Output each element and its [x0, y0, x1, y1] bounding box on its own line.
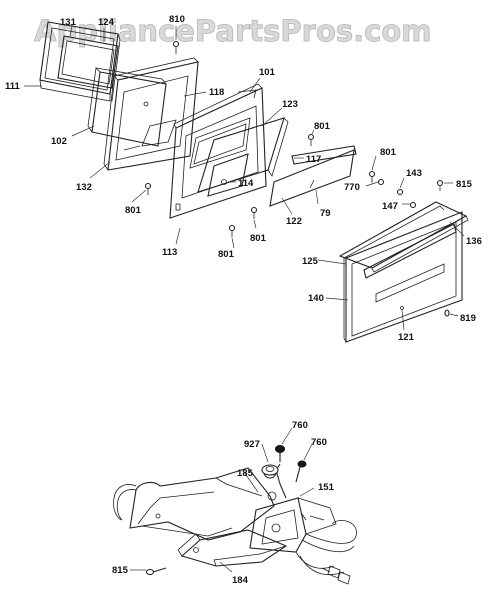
label-123: 123 [282, 99, 298, 110]
label-770: 770 [344, 182, 360, 193]
label-760-top: 760 [292, 420, 308, 431]
screw-815-bottom-icon[interactable] [145, 567, 167, 576]
label-121: 121 [398, 332, 415, 343]
label-117: 117 [306, 154, 321, 165]
label-102: 102 [51, 136, 67, 147]
label-151: 151 [318, 482, 335, 493]
label-760-right: 760 [311, 437, 327, 448]
label-131: 131 [60, 17, 77, 28]
door-liner-frame-132[interactable] [103, 57, 199, 171]
spacer-143-icon[interactable] [396, 188, 404, 196]
screw-801-lower-icon[interactable] [228, 224, 236, 238]
door-seal-strip-79[interactable] [269, 149, 355, 207]
label-124: 124 [98, 17, 115, 28]
watermark-text: AppliancePartsPros.com [34, 14, 431, 48]
label-113: 113 [162, 247, 177, 258]
label-132: 132 [76, 182, 92, 193]
label-143: 143 [406, 168, 422, 179]
label-111: 111 [5, 81, 21, 92]
label-927: 927 [244, 439, 260, 450]
label-815-bottom: 815 [112, 565, 129, 576]
label-801-left: 801 [125, 205, 142, 216]
label-118: 118 [209, 87, 224, 98]
label-122: 122 [286, 216, 302, 227]
label-125: 125 [302, 256, 319, 267]
label-815-top: 815 [456, 179, 473, 190]
latch-link-arm-184[interactable] [177, 529, 288, 567]
screw-815-top-icon[interactable] [436, 179, 444, 192]
nameplate-121[interactable] [375, 263, 445, 310]
screw-810-icon[interactable] [172, 40, 180, 55]
label-801-right: 801 [380, 147, 397, 158]
label-810: 810 [169, 14, 185, 25]
screw-147-icon[interactable] [409, 201, 417, 209]
window-shield-114[interactable] [207, 153, 249, 197]
leader-lines-upper [24, 25, 465, 331]
door-handle-bracket-117[interactable] [291, 145, 357, 165]
door-handle-125[interactable] [363, 223, 457, 279]
outer-door-panel-140[interactable] [343, 211, 463, 343]
screw-819-icon[interactable] [444, 309, 450, 317]
wire-harness [295, 520, 357, 585]
label-819: 819 [460, 313, 476, 324]
label-184: 184 [232, 575, 249, 586]
label-801-top: 801 [314, 121, 331, 132]
handle-trim-136[interactable] [338, 201, 469, 273]
label-185: 185 [237, 468, 254, 479]
screw-760-right-icon[interactable] [295, 460, 307, 483]
screw-801-center-icon[interactable] [250, 206, 258, 220]
screw-801-top-icon[interactable] [307, 133, 315, 147]
leader-lines-lower [130, 427, 315, 573]
screw-801-right-icon[interactable] [368, 170, 376, 184]
grommet-927-icon[interactable] [261, 464, 279, 476]
latch-hook-arm-185[interactable] [113, 467, 275, 541]
inner-glass-panel-102[interactable] [87, 67, 167, 147]
screw-760-top-icon[interactable] [275, 445, 285, 463]
lock-switch-body-151[interactable] [249, 497, 337, 553]
door-insulation-panel-123[interactable] [197, 117, 289, 193]
label-801-lower: 801 [218, 249, 235, 260]
callout-labels: 131 124 810 111 118 101 102 123 801 117 … [5, 14, 482, 586]
washer-770-icon[interactable] [377, 178, 385, 186]
label-801-center: 801 [250, 233, 267, 244]
label-114: 114 [238, 178, 254, 189]
label-79: 79 [320, 208, 331, 219]
outer-door-glass-frame[interactable] [39, 21, 121, 102]
label-101: 101 [259, 67, 276, 78]
label-140: 140 [308, 293, 324, 304]
label-147: 147 [382, 201, 398, 212]
screw-801-left-icon[interactable] [144, 182, 152, 196]
label-136: 136 [466, 236, 482, 247]
